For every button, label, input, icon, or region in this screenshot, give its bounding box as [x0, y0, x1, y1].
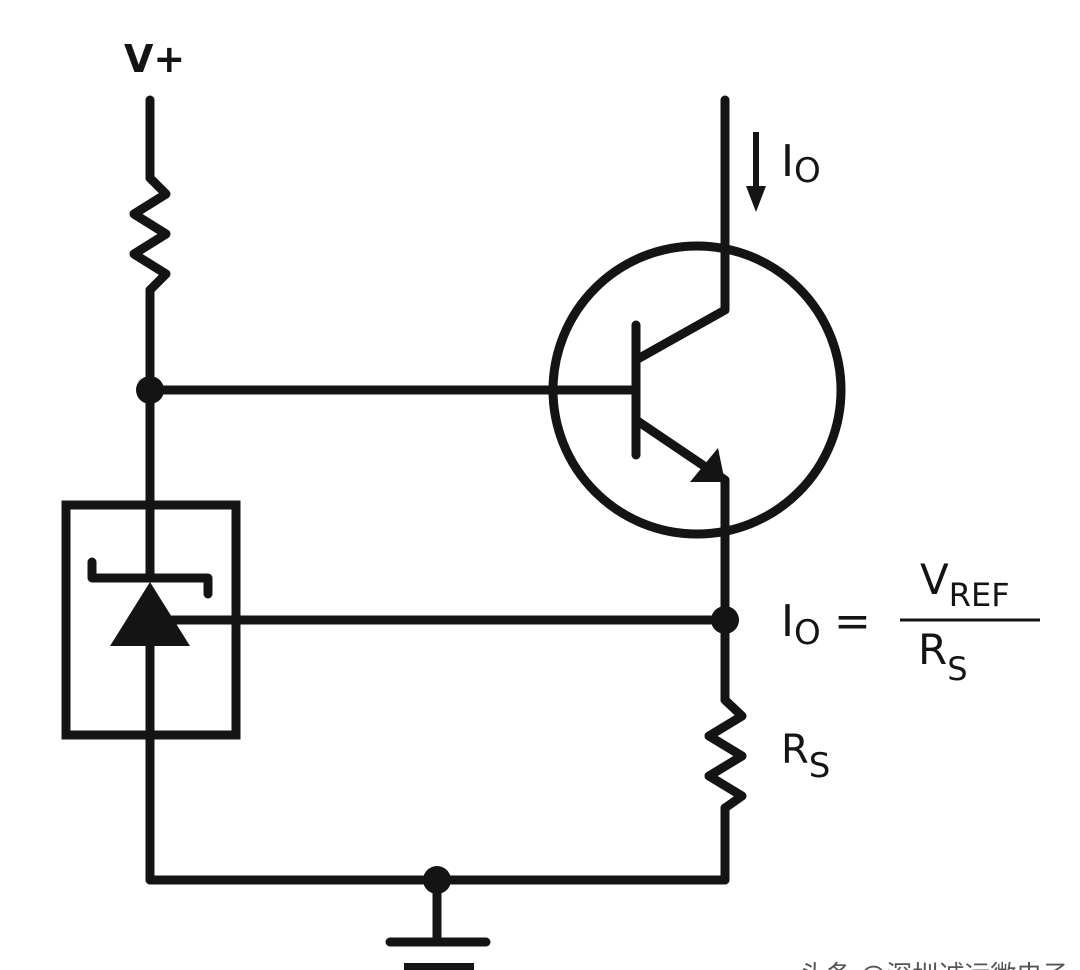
sense-resistor-label: RS: [781, 727, 830, 786]
zener-cathode-bar: [87, 557, 213, 599]
emitter-arrow: [690, 448, 725, 482]
formula-equals: =: [834, 596, 871, 647]
transistor-emitter: [631, 415, 730, 625]
watermark-text: 头条 @深圳诚远微电子: [800, 961, 1068, 970]
supply-label: V+: [124, 37, 185, 81]
output-current-label: IO: [781, 136, 821, 191]
output-current-arrow-head: [746, 186, 766, 212]
zener-triangle: [110, 582, 190, 646]
formula-numerator: VREF: [920, 555, 1010, 614]
formula-denominator: RS: [918, 625, 968, 688]
bias-resistor: [129, 173, 171, 295]
sense-resistor: [704, 695, 747, 813]
transistor-collector: [631, 95, 730, 365]
formula-lhs: IO: [781, 596, 821, 653]
transistor-body: [548, 241, 846, 539]
